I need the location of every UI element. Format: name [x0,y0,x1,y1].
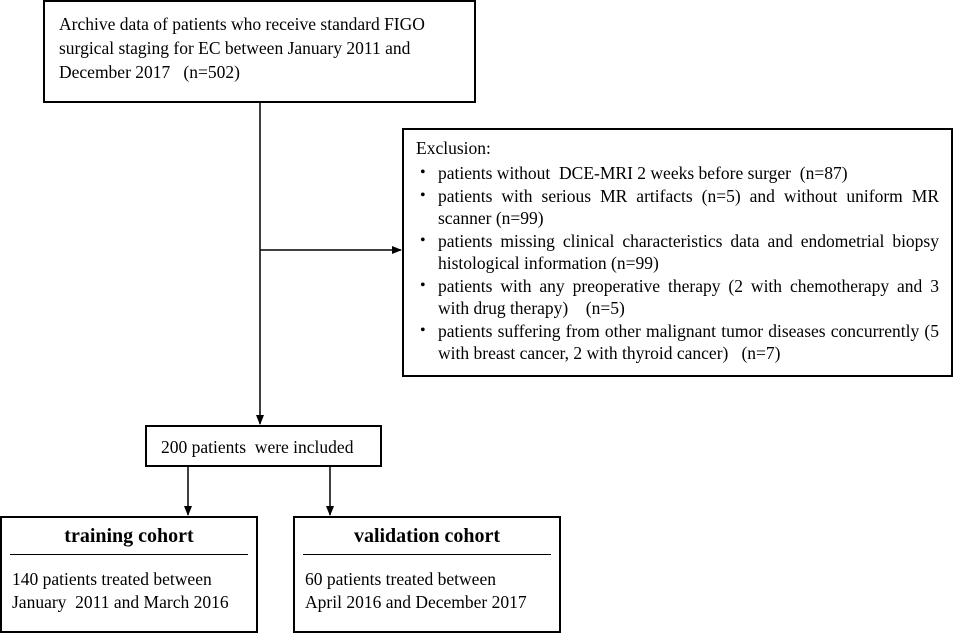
training-cohort-text: 140 patients treated between January 201… [12,568,252,614]
validation-cohort-text: 60 patients treated between April 2016 a… [305,568,555,614]
exclusion-box: Exclusion: patients without DCE-MRI 2 we… [402,128,953,377]
validation-line: 60 patients treated between [305,569,496,589]
validation-cohort-box: validation cohort 60 patients treated be… [293,516,561,633]
validation-cohort-heading: validation cohort [353,525,501,547]
training-divider [10,554,248,555]
validation-divider [303,554,551,555]
exclusion-item: patients with any preoperative therapy (… [416,275,939,319]
training-cohort-box: training cohort 140 patients treated bet… [0,516,258,633]
exclusion-title: Exclusion: [416,138,491,158]
training-line: 140 patients treated between [12,569,212,589]
exclusion-item: patients with serious MR artifacts (n=5)… [416,185,939,229]
archive-data-box: Archive data of patients who receive sta… [43,0,476,103]
included-label: 200 patients were included [161,437,354,457]
archive-text: Archive data of patients who receive sta… [59,12,474,84]
included-box: 200 patients were included [145,425,382,467]
exclusion-item: patients suffering from other malignant … [416,320,939,364]
exclusion-item: patients missing clinical characteristic… [416,230,939,274]
exclusion-item: patients without DCE-MRI 2 weeks before … [416,162,939,184]
training-cohort-heading: training cohort [64,525,194,547]
exclusion-list: patients without DCE-MRI 2 weeks before … [416,162,939,364]
archive-line: December 2017 (n=502) [59,62,240,82]
validation-line: April 2016 and December 2017 [305,592,527,612]
training-line: January 2011 and March 2016 [12,592,229,612]
archive-line: surgical staging for EC between January … [59,38,411,58]
archive-line: Archive data of patients who receive sta… [59,14,425,34]
